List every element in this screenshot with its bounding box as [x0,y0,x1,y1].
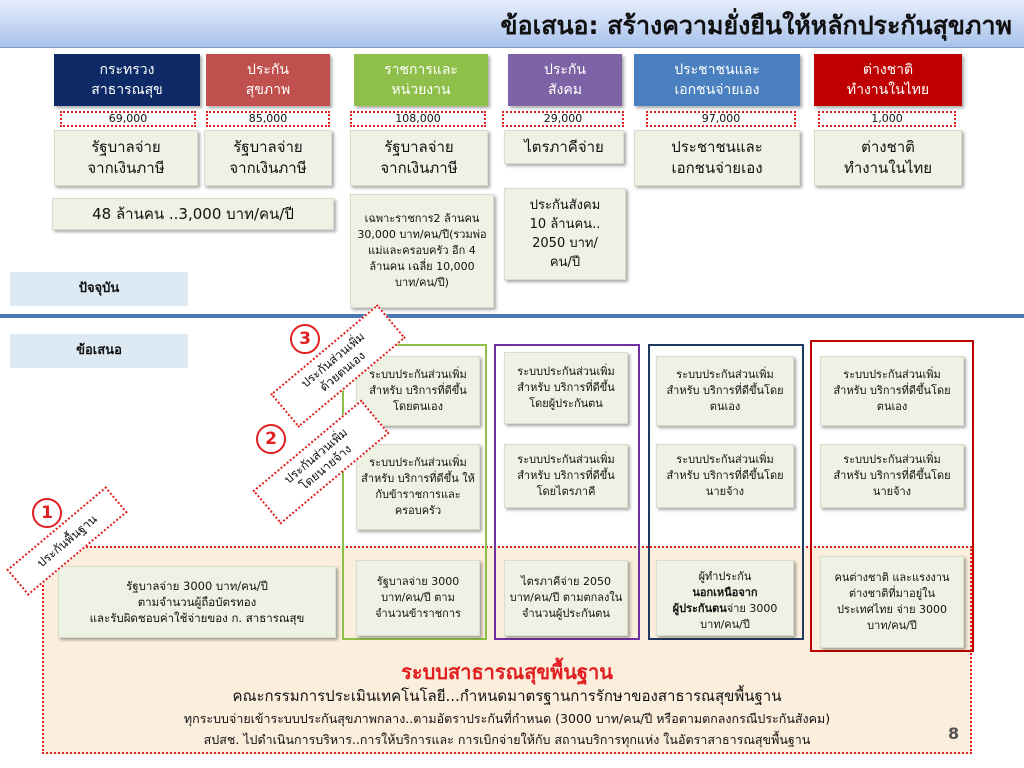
civil-employer-insurance: ระบบประกันส่วนเพิ่ม สำหรับ บริการที่ดีขึ… [356,444,480,530]
base-system-heading: ระบบสาธารณสุขพื้นฐาน [401,660,613,684]
info-social-security: ประกันสังคม 10 ล้านคน.. 2050 บาท/ คน/ปี [504,188,626,280]
label-current: ปัจจุบัน [10,272,188,306]
funding-moph: รัฐบาลจ่าย จากเงินภาษี [54,130,198,186]
sso-employer-insurance: ระบบประกันส่วนเพิ่ม สำหรับ บริการที่ดีขึ… [504,444,628,508]
info-civil-service: เฉพาะราชการ2 ล้านคน 30,000 บาท/คน/ปี(รวม… [350,194,494,308]
count-social-security: 29,000 [502,111,624,127]
funding-foreign-workers: ต่างชาติ ทำงานในไทย [814,130,962,186]
label-proposal: ข้อเสนอ [10,334,188,368]
gov-base-payment: รัฐบาลจ่าย 3000 บาท/คน/ปี ตามจำนวนผู้ถือ… [58,566,336,638]
funding-private: ประชาชนและ เอกชนจ่ายเอง [634,130,800,186]
header-civil-service: ราชการและ หน่วยงาน [354,54,488,106]
sso-base-payment: ไตรภาคีจ่าย 2050 บาท/คน/ปี ตามตกลงในจำนว… [504,560,628,636]
count-private: 97,000 [646,111,796,127]
funding-civil-service: รัฐบาลจ่าย จากเงินภาษี [350,130,488,186]
frame-social-security [494,344,640,640]
tier-1-number: 1 [32,498,62,528]
private-base-text-1: ผู้ทำประกัน [698,570,752,583]
private-base-text-4: จ่าย 3000 บาท/คน/ปี [700,602,778,631]
base-system-line-1: คณะกรรมการประเมินเทคโนโลยี...กำหนดมาตรฐา… [232,687,782,705]
private-base-text-3: ผู้ประกันตน [672,602,727,615]
title-bar: ข้อเสนอ: สร้างความยั่งยืนให้หลักประกันสุ… [0,0,1024,48]
header-foreign-workers: ต่างชาติ ทำงานในไทย [814,54,962,106]
header-moph: กระทรวง สาธารณสุข [54,54,200,106]
foreign-base-payment: คนต่างชาติ และแรงงานต่างชาติที่มาอยู่ในป… [820,556,964,648]
frame-foreign-workers [810,340,974,652]
sso-self-insurance: ระบบประกันส่วนเพิ่ม สำหรับ บริการที่ดีขึ… [504,352,628,424]
civil-base-payment: รัฐบาลจ่าย 3000 บาท/คน/ปี ตามจำนวนข้าราช… [356,560,480,636]
slide-title: ข้อเสนอ: สร้างความยั่งยืนให้หลักประกันสุ… [500,11,1012,40]
private-base-payment: ผู้ทำประกัน นอกเหนือจาก ผู้ประกันตนจ่าย … [656,560,794,636]
header-private: ประชาชนและ เอกชนจ่ายเอง [634,54,800,106]
private-base-text-2: นอกเหนือจาก [692,586,758,599]
foreign-self-insurance: ระบบประกันส่วนเพิ่มสำหรับ บริการที่ดีขึ้… [820,356,964,426]
private-self-insurance: ระบบประกันส่วนเพิ่ม สำหรับ บริการที่ดีขึ… [656,356,794,426]
foreign-employer-insurance: ระบบประกันส่วนเพิ่มสำหรับ บริการที่ดีขึ้… [820,444,964,508]
info-moph-population: 48 ล้านคน ..3,000 บาท/คน/ปี [52,198,334,230]
count-health-insurance: 85,000 [206,111,330,127]
base-system-line-2: ทุกระบบจ่ายเข้าระบบประกันสุขภาพกลาง..ตาม… [183,711,831,726]
tier-2-number: 2 [256,424,286,454]
tier-3-number: 3 [290,324,320,354]
count-civil-service: 108,000 [350,111,486,127]
divider-line [0,314,1024,318]
count-foreign-workers: 1,000 [818,111,956,127]
civil-self-insurance: ระบบประกันส่วนเพิ่ม สำหรับ บริการที่ดีขึ… [356,356,480,426]
header-health-insurance: ประกัน สุขภาพ [206,54,330,106]
base-system-line-3: สปสช. ไปดำเนินการบริหาร..การให้บริการและ… [203,732,811,747]
funding-social-security: ไตรภาคีจ่าย [504,130,624,164]
page-number: 8 [948,724,960,743]
header-social-security: ประกัน สังคม [508,54,622,106]
frame-civil-service [342,344,487,640]
frame-private [648,344,804,640]
funding-health-insurance: รัฐบาลจ่าย จากเงินภาษี [204,130,332,186]
count-moph: 69,000 [60,111,196,127]
private-employer-insurance: ระบบประกันส่วนเพิ่ม สำหรับ บริการที่ดีขึ… [656,444,794,508]
